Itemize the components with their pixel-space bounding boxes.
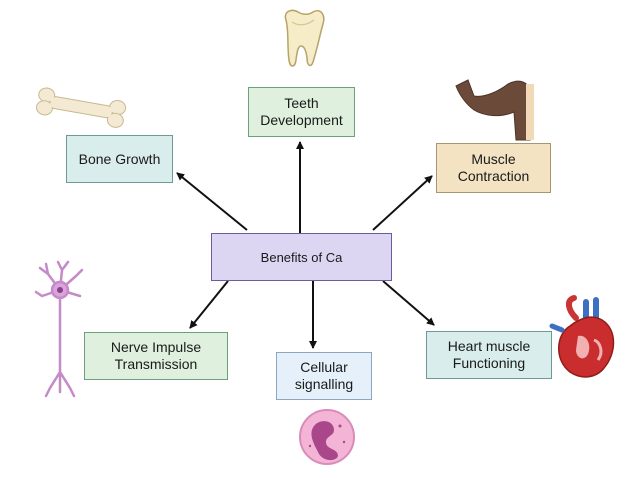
arrow-to-bone xyxy=(176,172,248,231)
tooth-icon xyxy=(284,9,325,67)
cellular-signalling-box: Cellular signalling xyxy=(276,352,372,400)
teeth-development-box: Teeth Development xyxy=(248,87,355,137)
muscle-label: Muscle Contraction xyxy=(457,151,530,184)
neuron-icon xyxy=(34,260,84,398)
heart-muscle-box: Heart muscle Functioning xyxy=(426,331,552,379)
heart-label: Heart muscle Functioning xyxy=(447,338,531,371)
arrow-to-nerve xyxy=(189,280,229,329)
muscle-contraction-box: Muscle Contraction xyxy=(436,143,551,193)
arm-muscle-icon xyxy=(455,79,534,141)
cell-icon xyxy=(299,409,355,465)
arrow-to-heart xyxy=(382,280,435,326)
heart-icon xyxy=(549,295,615,378)
center-node: Benefits of Ca xyxy=(211,233,392,281)
teeth-label: Teeth Development xyxy=(260,95,343,128)
bone-label: Bone Growth xyxy=(78,150,161,167)
arrow-to-muscle xyxy=(372,175,433,231)
nerve-impulse-box: Nerve Impulse Transmission xyxy=(84,332,228,380)
bone-icon xyxy=(36,87,127,128)
arrows xyxy=(176,141,435,349)
cellular-label: Cellular signalling xyxy=(294,359,354,392)
bone-growth-box: Bone Growth xyxy=(66,135,173,183)
center-label: Benefits of Ca xyxy=(260,249,343,265)
nerve-label: Nerve Impulse Transmission xyxy=(110,339,202,372)
